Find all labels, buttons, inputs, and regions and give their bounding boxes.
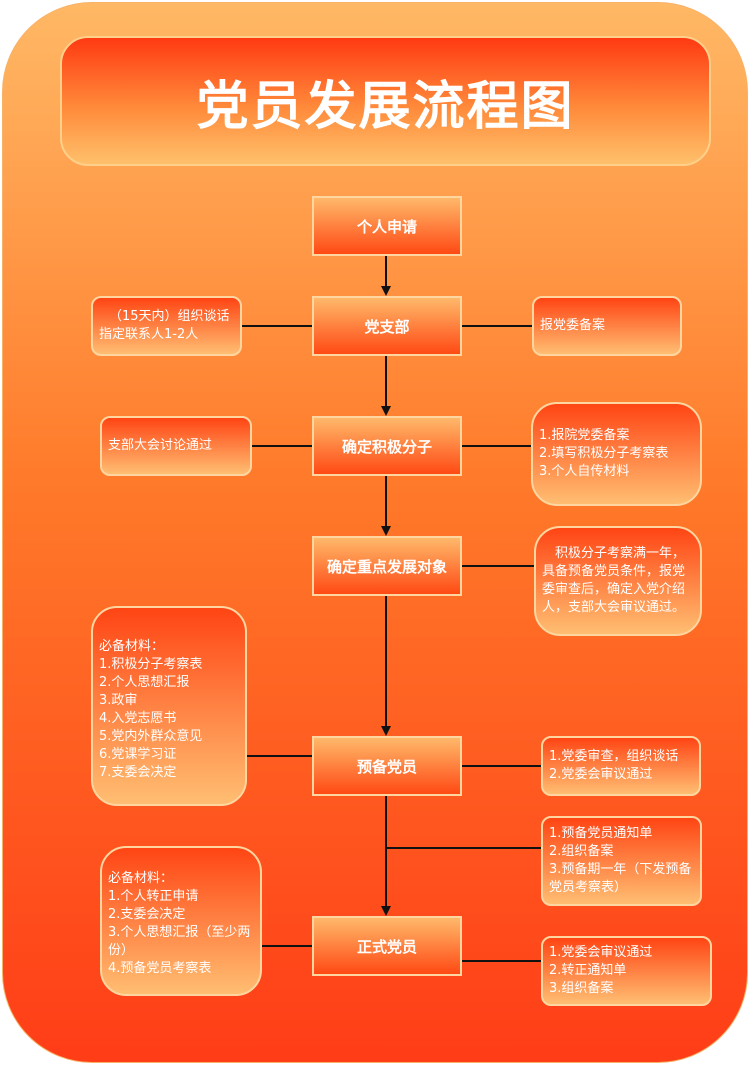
node-party-branch: 党支部 [312, 296, 462, 356]
note-line: 3.预备期一年（下发预备党员考察表） [549, 862, 692, 895]
title-banner: 党员发展流程图 [60, 36, 711, 166]
node-personal-application: 个人申请 [312, 196, 462, 256]
note-line: 2.转正通知单 [549, 963, 627, 978]
node-confirm-activist: 确定积极分子 [312, 416, 462, 476]
note-line: 2.个人思想汇报 [99, 675, 190, 690]
note-line: 3.组织备案 [549, 981, 614, 996]
note-branch-left: （15天内）组织谈话 指定联系人1-2人 [91, 296, 242, 356]
note-line: 支部大会讨论通过 [108, 438, 213, 453]
note-line: 7.支委会决定 [99, 765, 177, 780]
note-probationary-materials: 必备材料： 1.积极分子考察表 2.个人思想汇报 3.政审 4.入党志愿书 5.… [91, 606, 247, 806]
note-line: 6.党课学习证 [99, 747, 177, 762]
note-line: 2.党委会审议通过 [549, 767, 653, 782]
note-activist-left: 支部大会讨论通过 [100, 416, 252, 476]
note-full-member-materials: 必备材料： 1.个人转正申请 2.支委会决定 3.个人思想汇报（至少两份） 4.… [100, 846, 262, 996]
note-line: 4.入党志愿书 [99, 711, 177, 726]
note-line: 3.个人自传材料 [539, 464, 630, 479]
node-full-member: 正式党员 [312, 916, 462, 976]
note-line: 1.积极分子考察表 [99, 657, 203, 672]
note-branch-right: 报党委备案 [532, 296, 682, 356]
note-line: 1.个人转正申请 [108, 889, 199, 904]
note-line: （15天内）组织谈话 [109, 309, 230, 324]
note-line: 4.预备党员考察表 [108, 961, 212, 976]
note-probationary-right: 1.党委审查，组织谈话 2.党委会审议通过 [541, 736, 701, 796]
note-probation-period: 1.预备党员通知单 2.组织备案 3.预备期一年（下发预备党员考察表） [541, 816, 702, 906]
note-line: 1.预备党员通知单 [549, 826, 653, 841]
note-paragraph: 积极分子考察满一年，具备预备党员条件，报党委审查后，确定入党介绍人，支部大会审议… [542, 546, 686, 615]
node-key-development-target: 确定重点发展对象 [312, 536, 462, 596]
note-line: 报党委备案 [540, 318, 606, 333]
note-line: 3.个人思想汇报（至少两份） [108, 925, 251, 958]
note-line: 5.党内外群众意见 [99, 729, 203, 744]
note-line: 2.支委会决定 [108, 907, 186, 922]
note-full-member-right: 1.党委会审议通过 2.转正通知单 3.组织备案 [541, 936, 712, 1006]
note-line: 3.政审 [99, 693, 138, 708]
note-line: 指定联系人1-2人 [99, 327, 199, 342]
note-activist-right: 1.报院党委备案 2.填写积极分子考察表 3.个人自传材料 [531, 402, 702, 506]
note-line: 2.组织备案 [549, 844, 614, 859]
note-key-target-right: 积极分子考察满一年，具备预备党员条件，报党委审查后，确定入党介绍人，支部大会审议… [534, 526, 702, 636]
note-line: 必备材料： [99, 639, 165, 654]
note-line: 1.党委会审议通过 [549, 945, 653, 960]
note-line: 必备材料： [108, 871, 174, 886]
page-title: 党员发展流程图 [196, 76, 575, 137]
note-line: 1.报院党委备案 [539, 428, 630, 443]
note-line: 1.党委审查，组织谈话 [549, 749, 679, 764]
node-probationary-member: 预备党员 [312, 736, 462, 796]
note-line: 2.填写积极分子考察表 [539, 446, 669, 461]
